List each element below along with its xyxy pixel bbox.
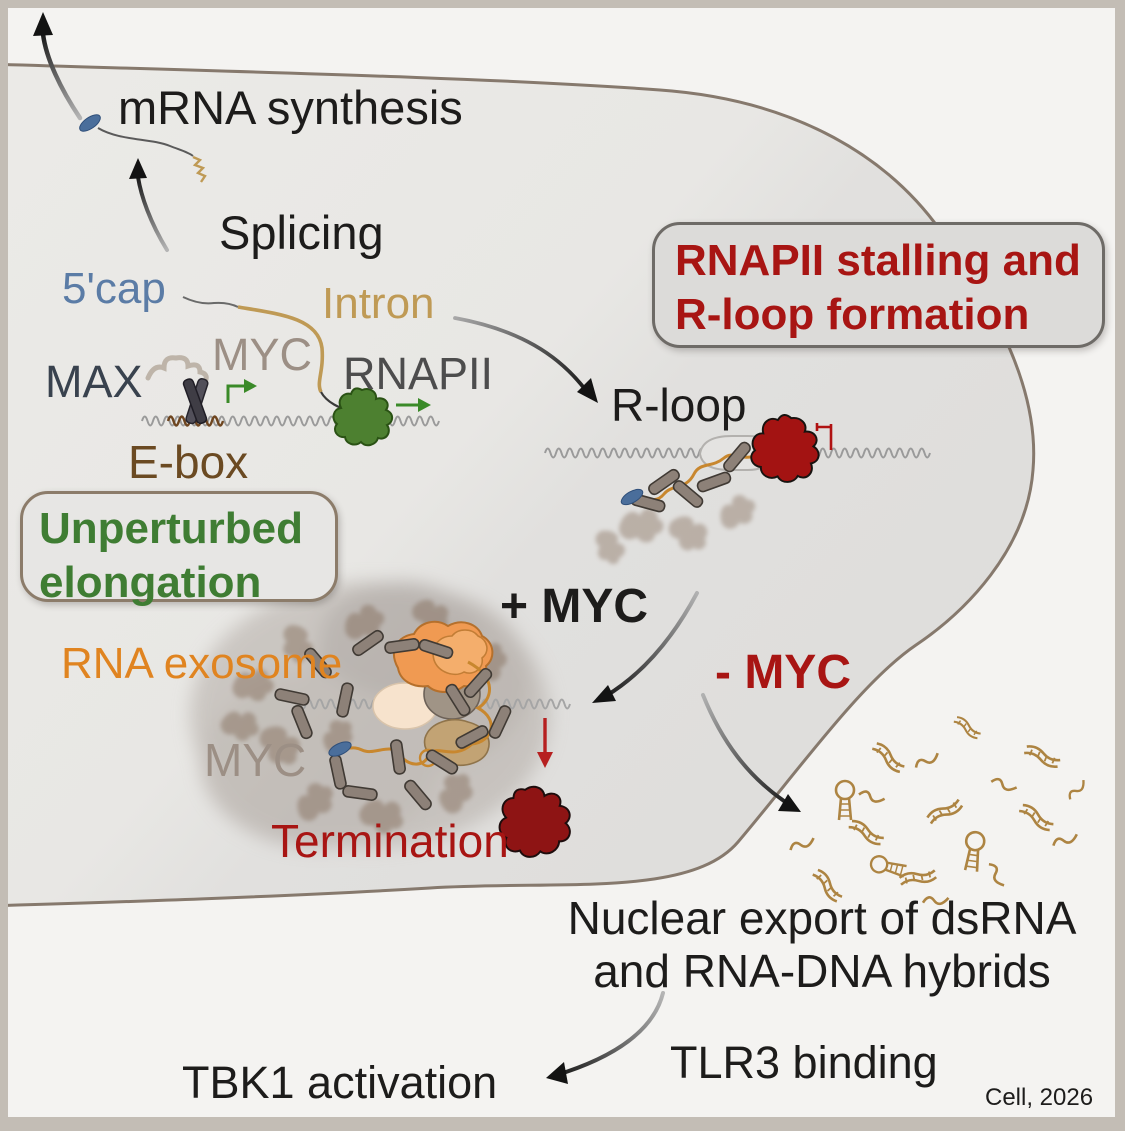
unperturbed-callout-line1: Unperturbed xyxy=(39,504,303,553)
label-ebox: E-box xyxy=(128,436,249,488)
label-plus-myc: + MYC xyxy=(500,580,649,633)
label-myc-gene: MYC xyxy=(212,329,312,380)
stalling-callout-line2: R-loop formation xyxy=(675,289,1030,339)
label-mrna-synthesis: mRNA synthesis xyxy=(118,81,463,134)
label-nuclear-export-line2: and RNA-DNA hybrids xyxy=(593,945,1051,998)
elongation-arrow-icon xyxy=(396,398,431,412)
mrna-molecule xyxy=(76,111,207,183)
myc-condensate-cloud xyxy=(190,582,571,848)
label-tbk1-activation: TBK1 activation xyxy=(182,1057,498,1108)
unperturbed-callout-box: Unperturbed elongation xyxy=(20,491,338,607)
active-gene xyxy=(141,355,440,447)
tbk1-arrow-icon xyxy=(546,991,665,1084)
myc-disordered-region xyxy=(145,355,209,387)
label-intron: Intron xyxy=(322,279,435,328)
stalling-callout-box: RNAPII stalling and R-loop formation xyxy=(652,222,1105,348)
label-minus-myc: - MYC xyxy=(715,646,851,699)
stall-pathway-arrow-icon xyxy=(453,316,598,403)
label-tlr3-binding: TLR3 binding xyxy=(670,1037,938,1088)
mrna-export-arrow-icon xyxy=(33,12,83,121)
stalling-callout-line1: RNAPII stalling and xyxy=(675,236,1081,285)
myc-max-dimer xyxy=(182,378,209,425)
label-five-cap: 5'cap xyxy=(62,264,166,313)
label-max: MAX xyxy=(45,356,143,407)
r-loop-structure xyxy=(544,408,931,569)
degradation-arrow-icon xyxy=(537,718,553,768)
label-termination: Termination xyxy=(271,815,509,867)
label-nuclear-export: Nuclear export of dsRNA and RNA-DNA hybr… xyxy=(502,892,1125,999)
label-splicing: Splicing xyxy=(219,206,384,259)
label-rna-exosome: RNA exosome xyxy=(61,639,343,688)
label-rnapii: RNAPII xyxy=(343,348,494,399)
minus-myc-arrow-icon xyxy=(701,693,801,812)
splicing-arrow-icon xyxy=(129,158,169,252)
stop-flag-icon xyxy=(815,423,833,450)
journal-credit: Cell, 2026 xyxy=(985,1084,1094,1111)
label-r-loop: R-loop xyxy=(611,379,747,431)
tss-arrow-icon xyxy=(226,379,257,403)
plus-myc-arrow-icon xyxy=(592,591,699,703)
label-nuclear-export-line1: Nuclear export of dsRNA xyxy=(567,892,1077,944)
label-myc-condensate: MYC xyxy=(204,734,307,786)
unperturbed-callout-line2: elongation xyxy=(39,557,262,607)
